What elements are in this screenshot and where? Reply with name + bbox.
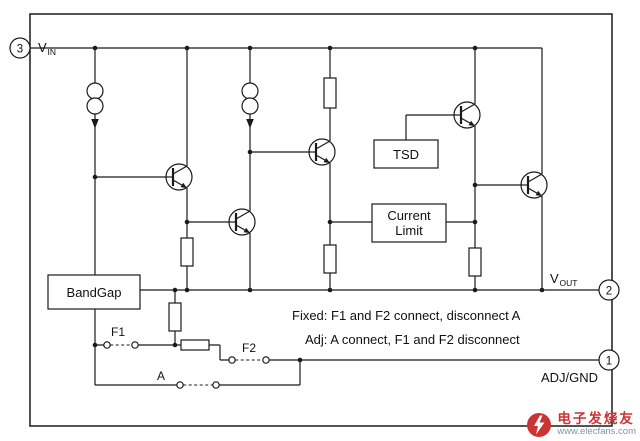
switch-a-label: A [157, 369, 165, 383]
vin-label: V [38, 40, 47, 55]
pin-vin: 3 V IN [9, 37, 57, 59]
current-source-1 [86, 82, 104, 129]
junction-dots [92, 45, 545, 363]
pin-vin-number: 3 [17, 44, 23, 56]
resistor-r3 [323, 244, 337, 274]
tsd-block: TSD [373, 139, 439, 169]
note-fixed-mode: Fixed: F1 and F2 connect, disconnect A [292, 308, 521, 323]
current-source-2 [241, 82, 259, 129]
vin-label-subscript: IN [48, 47, 57, 57]
tsd-label: TSD [393, 147, 419, 162]
resistor-r2 [180, 237, 194, 267]
resistor-r5 [168, 302, 182, 332]
switch-f1: F1 [103, 325, 139, 349]
circuit-wiring [30, 47, 599, 386]
pin-vout-number: 2 [606, 286, 612, 298]
transistor-q5 [520, 171, 548, 199]
vout-label: V [550, 271, 559, 286]
note-adj-mode: Adj: A connect, F1 and F2 disconnect [305, 332, 520, 347]
bandgap-label: BandGap [67, 285, 122, 300]
adj-gnd-label: ADJ/GND [541, 370, 598, 385]
current-limit-block: Current Limit [371, 203, 447, 243]
pin-adj-gnd: 1 ADJ/GND [541, 349, 620, 385]
transistor-q1 [165, 163, 193, 191]
bandgap-block: BandGap [47, 274, 141, 310]
switch-f2-label: F2 [242, 341, 256, 355]
transistor-q4 [453, 101, 481, 129]
watermark-title: 电子发烧友 [557, 411, 635, 427]
resistor-r6 [180, 339, 210, 351]
pin-adj-number: 1 [606, 356, 612, 368]
switch-f2: F2 [228, 341, 270, 364]
current-limit-label-line2: Limit [395, 223, 423, 238]
switch-a: A [157, 369, 220, 389]
diagram-border [29, 13, 613, 427]
resistor-r1 [323, 77, 337, 109]
transistor-q3 [308, 138, 336, 166]
watermark-logo-icon [527, 413, 552, 437]
vout-label-subscript: OUT [560, 278, 578, 288]
watermark: 电子发烧友 www.elecfans.com [526, 412, 636, 438]
switch-f1-label: F1 [111, 325, 125, 339]
resistor-r4 [468, 247, 482, 277]
transistor-q2 [228, 208, 256, 236]
current-limit-label-line1: Current [387, 208, 431, 223]
watermark-url: www.elecfans.com [557, 426, 636, 438]
pin-vout: 2 V OUT [550, 271, 620, 301]
